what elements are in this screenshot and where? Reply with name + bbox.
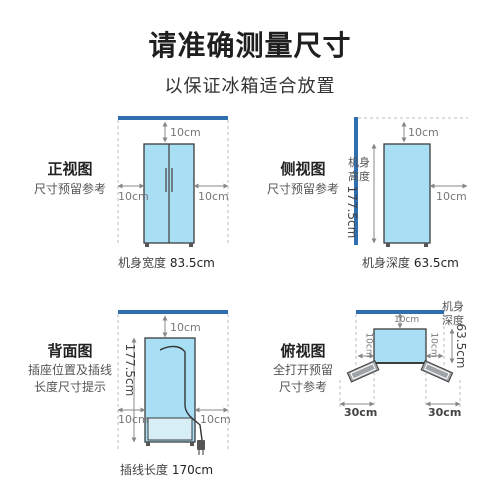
side-depth-value: 63.5cm: [413, 256, 459, 270]
front-top-gap: 10cm: [170, 126, 201, 139]
top-door-left-gap: 30cm: [344, 406, 378, 419]
side-view-title: 侧视图: [280, 160, 326, 178]
side-height-label: 机身 高度: [348, 156, 370, 183]
front-right-gap: 10cm: [198, 190, 229, 203]
front-width-label: 机身宽度: [118, 256, 167, 270]
top-left-gap: 10cm: [363, 332, 374, 358]
top-depth-value: 63.5cm: [454, 323, 468, 369]
top-view-desc: 全打开预留 尺寸参考: [272, 363, 333, 394]
front-view-desc: 尺寸预留参考: [33, 182, 106, 196]
back-view-title: 背面图: [47, 342, 93, 360]
top-depth-label: 机身 深度: [442, 300, 464, 327]
back-top-gap: 10cm: [170, 321, 201, 334]
front-foot-left: [145, 243, 149, 247]
back-cord-measure: 插线长度 170cm: [120, 461, 213, 478]
side-depth-label: 机身深度: [362, 256, 411, 270]
back-right-gap: 10cm: [200, 413, 231, 426]
front-width-value: 83.5cm: [169, 256, 215, 270]
front-foot-right: [189, 243, 193, 247]
side-foot-right: [424, 243, 428, 247]
top-top-gap: 10cm: [394, 315, 420, 325]
back-height-value: 177.5cm: [123, 343, 137, 397]
top-right-gap: 10cm: [428, 332, 439, 358]
front-view-diagram: [117, 116, 229, 247]
side-fridge-body: [383, 143, 431, 244]
back-compressor: [147, 417, 193, 441]
back-view-desc: 插座位置及插线 长度尺寸提示: [27, 363, 112, 394]
side-top-gap: 10cm: [408, 126, 439, 139]
front-left-gap: 10cm: [118, 190, 149, 203]
back-cord-value: 170cm: [171, 463, 214, 477]
front-width-measure: 机身宽度 83.5cm: [118, 254, 215, 271]
back-left-gap: 10cm: [118, 413, 149, 426]
back-foot-right: [190, 442, 194, 446]
side-view-desc: 尺寸预留参考: [266, 182, 339, 196]
side-height-value: 177.5cm: [345, 185, 359, 239]
back-view-diagram: [117, 310, 229, 455]
top-left-door: [346, 359, 380, 383]
side-right-gap: 10cm: [436, 190, 467, 203]
back-plug-icon: [197, 440, 205, 450]
side-depth-measure: 机身深度 63.5cm: [362, 254, 459, 271]
back-cord-label: 插线长度: [120, 463, 169, 477]
page-subtitle: 以保证冰箱适合放置: [164, 76, 336, 97]
side-view-diagram: [354, 117, 468, 247]
side-foot-left: [386, 243, 390, 247]
top-fridge-body: [373, 328, 427, 364]
back-power-cord: [159, 345, 203, 441]
back-foot-left: [146, 442, 150, 446]
top-right-door: [420, 359, 454, 383]
top-door-right-gap: 30cm: [428, 406, 462, 419]
front-view-title: 正视图: [47, 160, 93, 178]
top-view-diagram: [339, 310, 461, 408]
top-view-title: 俯视图: [280, 342, 326, 360]
page-title: 请准确测量尺寸: [148, 29, 352, 62]
